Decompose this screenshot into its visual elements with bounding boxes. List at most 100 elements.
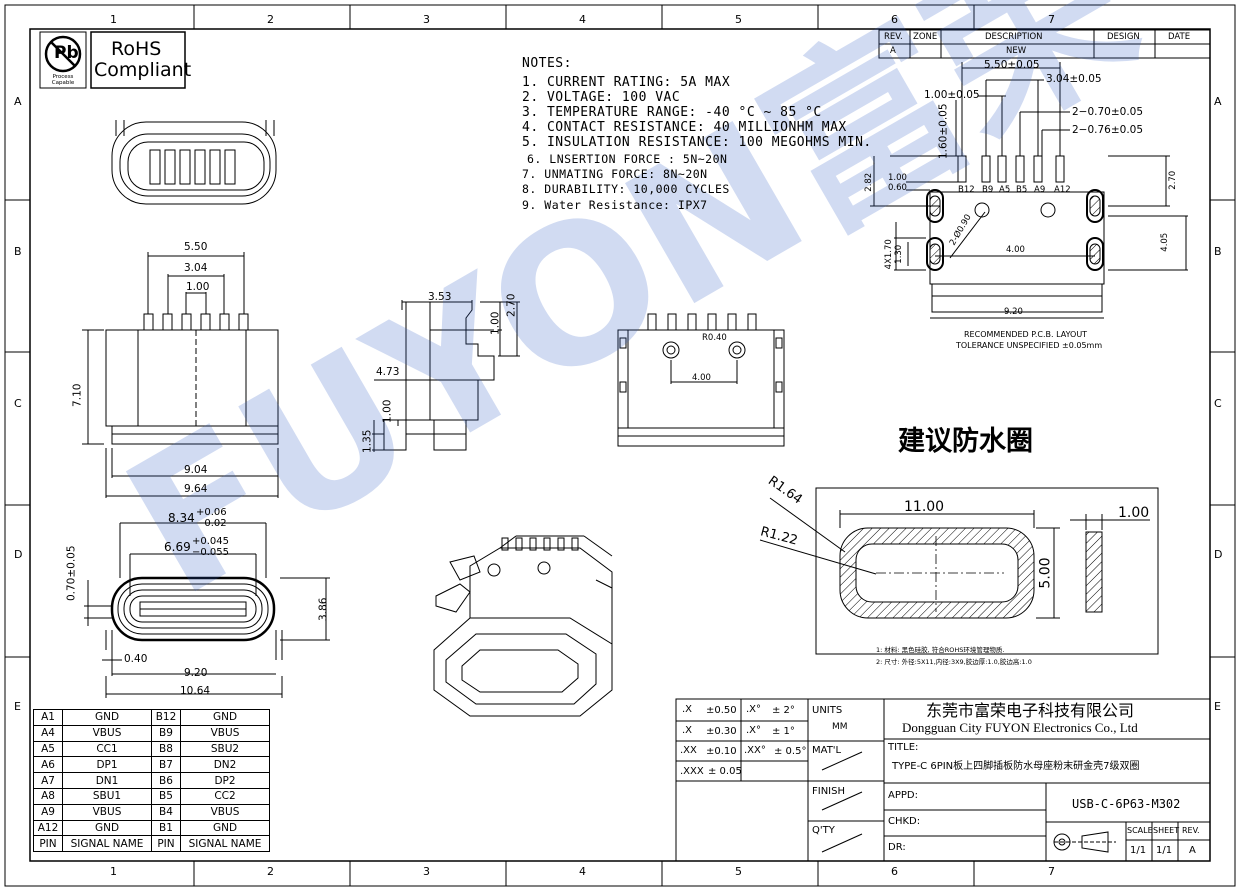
pin-cell: B9 (151, 724, 181, 742)
header-cell: SIGNAL NAME (62, 835, 152, 853)
pcb-pin-b5: B5 (1016, 185, 1028, 195)
outer-border (4, 4, 1236, 887)
tol-r2-b: ±0.30 (706, 726, 737, 737)
pin-cell: A4 (33, 724, 63, 742)
signal-cell: VBUS (180, 803, 270, 821)
pin-cell: B5 (151, 787, 181, 805)
dim-4-00-back: 4.00 (692, 373, 711, 383)
chkd-label: CHKD: (888, 816, 921, 827)
pin-cell: A8 (33, 787, 63, 805)
col-2-bot: 2 (267, 865, 274, 878)
note-1: 1. CURRENT RATING: 5A MAX (522, 75, 731, 90)
pin-cell: B4 (151, 803, 181, 821)
note-6: 6. LNSERTION FORCE : 5N~20N (527, 152, 728, 166)
dim-0-70: 0.70±0.05 (65, 545, 78, 602)
pcb-dim-4x1-70: 4X1.70 (883, 239, 894, 270)
sheet-label: SHEET (1153, 826, 1180, 835)
dim-9-64: 9.64 (184, 483, 208, 495)
row-b-left: B (14, 245, 22, 258)
dim-6-69: 6.69 (164, 540, 191, 554)
row-d-left: D (14, 548, 23, 561)
col-5-bot: 5 (735, 865, 742, 878)
rev-value: A (1189, 845, 1196, 856)
pcb-pin-b12: B12 (958, 185, 975, 195)
tol-r4-a: .XXX (680, 766, 704, 777)
pin-cell: B8 (151, 740, 181, 758)
rev-h-date: DATE (1168, 32, 1191, 42)
dim-6-69-tol-up: +0.045 (192, 536, 230, 547)
pcb-dim-5-50: 5.50±0.05 (984, 59, 1040, 71)
dim-9-20: 9.20 (184, 667, 208, 679)
dim-1-35: 1.35 (361, 429, 374, 453)
rev-label: REV. (1182, 826, 1200, 835)
pcb-dim-0-70: 2−0.70±0.05 (1072, 106, 1144, 118)
rev-h-rev: REV. (884, 32, 903, 42)
col-4-top: 4 (579, 13, 586, 26)
col-6-top: 6 (891, 13, 898, 26)
pcb-dim-2-70: 2.70 (1168, 170, 1179, 190)
company-en: Dongguan City FUYON Electronics Co., Ltd (902, 720, 1138, 735)
col-3-bot: 3 (423, 865, 430, 878)
signal-cell: DP1 (62, 756, 152, 774)
isometric-view (433, 535, 613, 717)
dr-label: DR: (888, 842, 906, 853)
gasket-width: 11.00 (904, 499, 945, 515)
dim-5-50: 5.50 (184, 241, 208, 253)
pcb-pin-a9: A9 (1034, 185, 1046, 195)
rohs-sub-text: Process Capable (51, 74, 75, 86)
pcb-dim-9-20: 9.20 (1004, 307, 1023, 317)
header-cell: PIN (151, 835, 181, 853)
signal-cell: GND (180, 709, 270, 726)
pcb-dim-4-00: 4.00 (1006, 245, 1025, 255)
tol-r4-b: ± 0.05 (708, 766, 742, 777)
rohs-logo (39, 31, 186, 89)
sheet-value: 1/1 (1156, 845, 1173, 856)
note-7: 7. UNMATING FORCE: 8N~20N (522, 167, 708, 181)
gasket-height: 5.00 (1037, 557, 1054, 589)
dim-6-69-tol-dn: −0.055 (192, 547, 230, 558)
signal-cell: DP2 (180, 772, 270, 789)
title-block (675, 698, 1211, 862)
signal-cell: DN2 (180, 756, 270, 774)
col-3-top: 3 (423, 13, 430, 26)
col-7-bot: 7 (1048, 865, 1055, 878)
tol-r3-c: .XX° (744, 745, 766, 756)
dim-1-00-side: 1.00 (489, 311, 502, 335)
row-c-left: C (14, 397, 22, 410)
revision-table (878, 29, 1211, 59)
pcb-dim-4-05: 4.05 (1160, 232, 1171, 252)
gasket-note-2: 2: 尺寸: 外径:5X11,内径:3X9,胶边厚:1.0,胶边高:1.0 (876, 658, 1032, 666)
appd-label: APPD: (888, 790, 918, 801)
dim-7-10: 7.10 (71, 383, 84, 407)
pcb-pin-a12: A12 (1054, 185, 1071, 195)
tol-r3-d: ± 0.5° (774, 746, 807, 757)
row-b-right: B (1214, 245, 1222, 258)
pin-cell: A5 (33, 740, 63, 758)
dim-1-00: 1.00 (186, 281, 210, 293)
col-4-bot: 4 (579, 865, 586, 878)
dim-1-00-low: 1.00 (381, 399, 394, 423)
note-3: 3. TEMPERATURE RANGE: -40 °C ~ 85 °C (522, 105, 822, 120)
signal-cell: GND (62, 819, 152, 837)
back-view (617, 313, 785, 447)
col-1-bot: 1 (110, 865, 117, 878)
pcb-dim-0-60: 0.60 (888, 183, 907, 193)
tol-r1-a: .X (682, 704, 693, 715)
tol-r2-c: .X° (746, 725, 762, 736)
pin-cell: A1 (33, 709, 63, 726)
title-label: TITLE: (888, 742, 919, 753)
tol-r3-b: ±0.10 (706, 746, 737, 757)
pin-cell: A6 (33, 756, 63, 774)
col-5-top: 5 (735, 13, 742, 26)
